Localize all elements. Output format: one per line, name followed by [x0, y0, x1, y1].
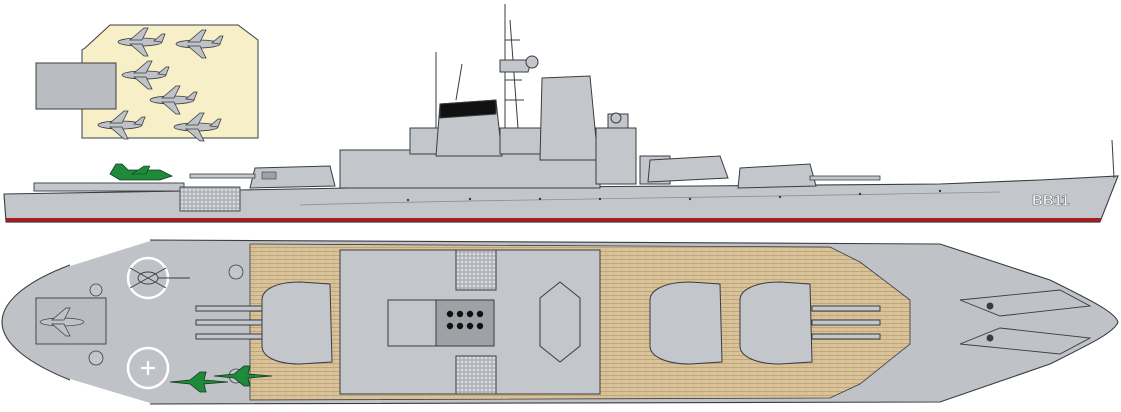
- hull-number-label: BB11: [1032, 192, 1070, 209]
- forward-funnel: [539, 75, 599, 161]
- forward-main-turret-1: [737, 163, 881, 189]
- jackstaff: [1111, 139, 1115, 179]
- forward-turret-1-plan: [739, 281, 881, 365]
- fantail-deck: [33, 182, 185, 192]
- funnel-cap-plan: [446, 310, 484, 330]
- hull-sheer-line: [299, 191, 1001, 206]
- harrier-jet-icon: [175, 29, 224, 59]
- harrier-jet-icon: [169, 371, 229, 393]
- plan-view: [1, 239, 1119, 405]
- harrier-jet-icon: [213, 365, 273, 387]
- side-profile-view: BB11: [3, 4, 1119, 223]
- anchor-icon: [959, 289, 1092, 355]
- mast-icon: [435, 4, 622, 129]
- harrier-jet-icon: [121, 60, 170, 90]
- harrier-jet-icon: [97, 110, 146, 140]
- harrier-jet-icon: [109, 163, 174, 181]
- funnel-cap: [439, 99, 497, 119]
- aft-turret-plan: [195, 281, 333, 365]
- aft-main-turret: [189, 165, 336, 189]
- forward-main-turret-2: [647, 155, 729, 183]
- harrier-jet-icon: [149, 85, 198, 115]
- hangar-elevator: [35, 62, 117, 110]
- helicopter-icon: [129, 267, 190, 289]
- harrier-jet-icon: [117, 27, 166, 57]
- stowed-harrier-jets: [97, 27, 224, 142]
- portholes: [406, 189, 942, 202]
- hangar-inset: [35, 24, 259, 142]
- stowed-harrier-plan: [39, 307, 85, 337]
- boot-top-stripe: [6, 218, 1101, 222]
- vls-launcher-block: [179, 186, 241, 212]
- superstructure-plan: [339, 249, 601, 395]
- forward-turret-2-plan: [649, 281, 723, 365]
- deck-edge-catwalk: [69, 239, 151, 405]
- harrier-jet-icon: [173, 112, 222, 142]
